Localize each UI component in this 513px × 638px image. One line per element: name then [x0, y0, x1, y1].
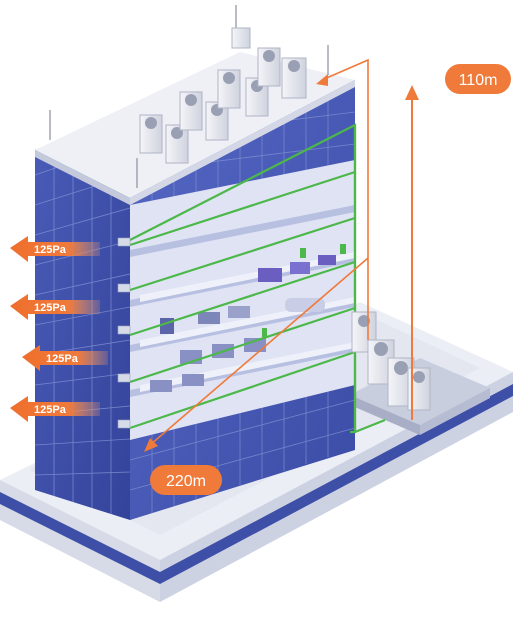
- length-arrow-head-roof: [316, 74, 328, 86]
- length-arrow-head-floor: [144, 438, 158, 452]
- height-label: 110m: [459, 72, 498, 89]
- indoor-units: [117, 237, 131, 429]
- pressure-label: 125Pa: [46, 353, 79, 365]
- length-label-pill: 220m: [150, 465, 222, 495]
- length-label: 220m: [166, 473, 206, 490]
- pressure-arrow-3: 125Pa: [22, 345, 108, 371]
- pressure-label: 125Pa: [34, 404, 67, 416]
- building-left-face: [35, 110, 130, 520]
- ground-outdoor-units: [351, 311, 431, 411]
- pressure-arrow-1: 125Pa: [10, 236, 100, 262]
- pressure-label: 125Pa: [34, 244, 67, 256]
- refrigerant-pipes: [129, 123, 386, 434]
- pressure-arrows: 125Pa 125Pa 125Pa 125Pa: [10, 236, 108, 422]
- height-indicator: [405, 85, 419, 420]
- pressure-arrow-2: 125Pa: [10, 294, 100, 320]
- height-label-pill: 110m: [445, 64, 511, 94]
- length-indicator: [149, 58, 369, 446]
- pressure-label: 125Pa: [34, 302, 67, 314]
- rooftop-outdoor-units: [139, 27, 307, 164]
- roof-antennas: [49, 5, 329, 188]
- pressure-arrow-4: 125Pa: [10, 396, 100, 422]
